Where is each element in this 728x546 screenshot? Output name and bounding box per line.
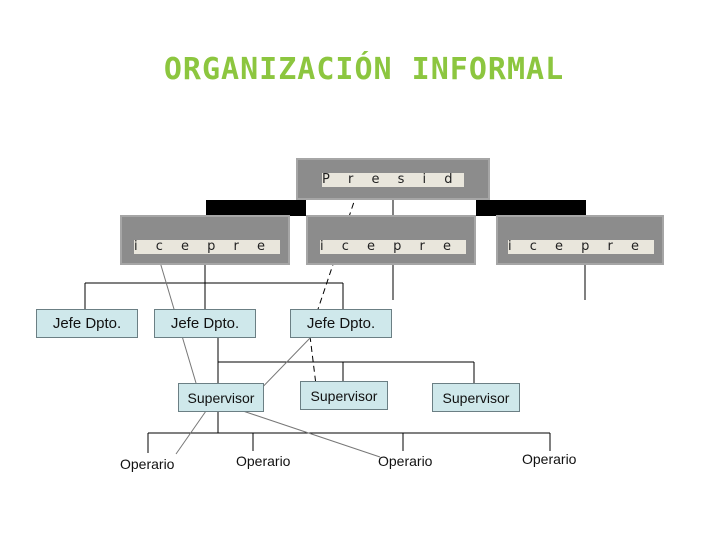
vp-label-3: i c e p r e s i d e n t e	[508, 240, 654, 254]
supervisor-3: Supervisor	[432, 383, 520, 412]
operario-2: Operario	[236, 453, 291, 469]
supervisor-1: Supervisor	[178, 383, 264, 412]
jefe-dpto-1: Jefe Dpto.	[36, 309, 138, 338]
vp-label-2: i c e p r e s i d e n t e	[320, 240, 466, 254]
connector-bar-left	[206, 200, 306, 216]
supervisor-2: Supervisor	[300, 381, 388, 410]
connector-bar-right	[476, 200, 586, 216]
dashed-jefe-sup	[309, 335, 317, 386]
page-title: ORGANIZACIÓN INFORMAL	[163, 52, 565, 87]
jefe-dpto-3: Jefe Dpto.	[290, 309, 392, 338]
operario-4: Operario	[522, 451, 577, 467]
president-label: P r e s i d e n t e	[322, 173, 464, 187]
operario-1: Operario	[120, 456, 175, 472]
informal-sup-op1	[175, 410, 207, 455]
informal-sup-op	[239, 409, 381, 458]
operario-3: Operario	[378, 453, 433, 469]
vp-label-1: i c e p r e s i d e n t e	[134, 240, 280, 254]
dashed-pres-jefe	[309, 183, 361, 334]
jefe-dpto-2: Jefe Dpto.	[154, 309, 256, 338]
